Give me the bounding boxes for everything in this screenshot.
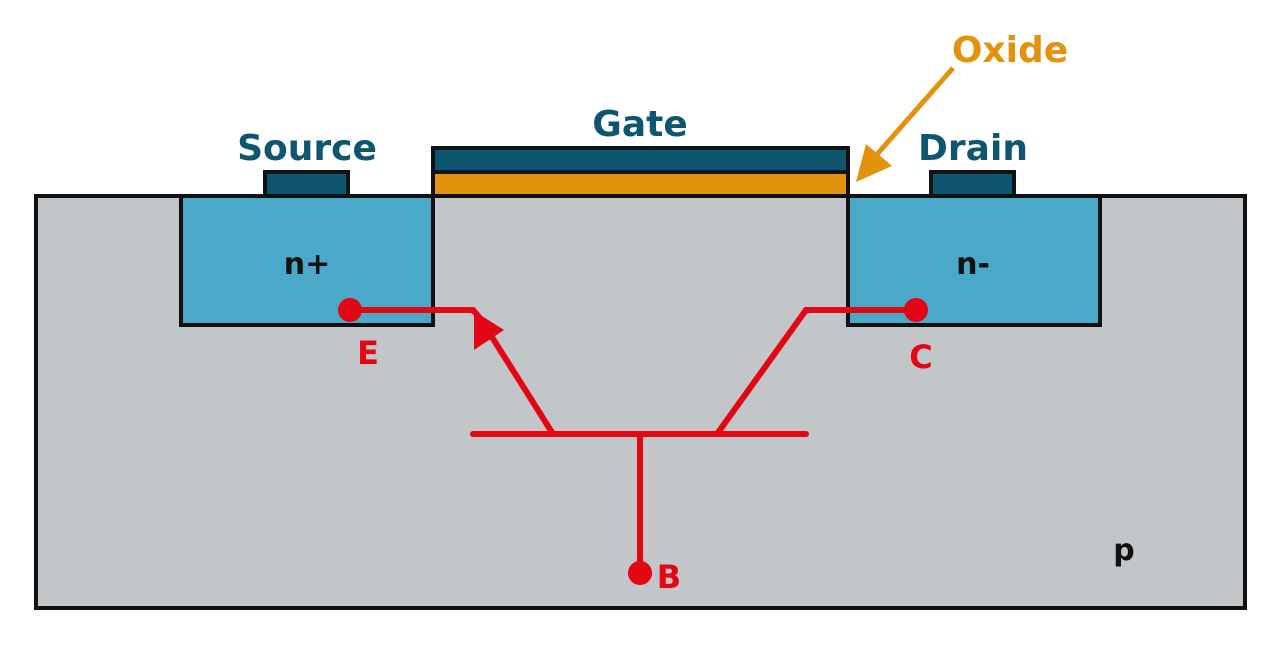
emitter-arrow-icon (474, 311, 504, 350)
oxide-arrow-head (856, 144, 892, 182)
collector-lead (714, 307, 919, 437)
drain-contact (929, 170, 1016, 198)
oxide-layer (431, 170, 850, 198)
emitter-terminal (338, 298, 362, 322)
base-label: B (657, 558, 681, 596)
drain-label: Drain (918, 128, 1028, 169)
collector-terminal (904, 298, 928, 322)
base-terminal (628, 561, 652, 585)
source-label: Source (237, 128, 377, 169)
n-minus-label: n- (956, 247, 990, 282)
gate-label: Gate (592, 104, 687, 145)
source-contact (263, 170, 350, 198)
gate-electrode (431, 146, 850, 174)
oxide-arrow-line (870, 66, 955, 162)
collector-label: C (909, 338, 932, 376)
oxide-label: Oxide (952, 30, 1068, 71)
emitter-label: E (357, 334, 379, 372)
n-plus-region (179, 194, 435, 327)
p-substrate-label: p (1113, 533, 1134, 568)
n-plus-label: n+ (284, 247, 331, 282)
